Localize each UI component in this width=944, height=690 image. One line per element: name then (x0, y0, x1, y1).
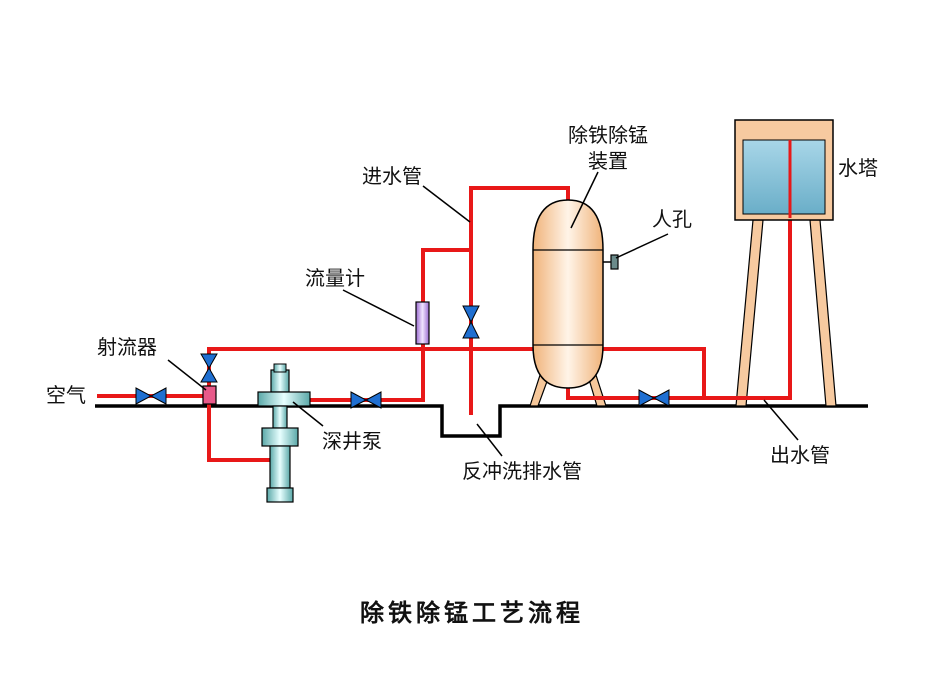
label-iron-mn-device-line1: 除铁除锰 (568, 123, 648, 147)
pump-suction-pipe (207, 404, 272, 462)
label-ejector: 射流器 (97, 335, 157, 359)
tank-side-pipe (602, 347, 706, 398)
air-valve-icon (135, 387, 167, 405)
leader-lines (167, 171, 799, 457)
ground-line (95, 404, 868, 438)
label-manhole: 人孔 (652, 207, 692, 231)
pump-discharge-valve-icon (350, 391, 382, 409)
label-backwash-drain-pipe: 反冲洗排水管 (462, 459, 582, 483)
water-tower-legs (735, 219, 837, 407)
water-tower (734, 119, 834, 221)
manhole-icon (603, 254, 619, 270)
ejector-valve-icon (200, 353, 218, 383)
label-iron-mn-device-line2: 装置 (588, 149, 628, 173)
outlet-pipe (566, 218, 792, 400)
label-water-tower: 水塔 (838, 156, 878, 180)
label-flow-meter: 流量计 (305, 266, 365, 290)
labels: 进水管 除铁除锰 装置 人孔 水塔 流量计 射流器 空气 深井泵 反冲洗排水管 … (46, 123, 878, 627)
ejector-icon (202, 385, 217, 405)
label-deep-well-pump: 深井泵 (322, 429, 382, 453)
inlet-valve-icon (462, 305, 480, 339)
valves (135, 305, 670, 409)
inlet-pipe (469, 186, 570, 415)
diagram-caption: 除铁除锰工艺流程 (360, 599, 584, 627)
ejector-riser-pipe (207, 347, 538, 387)
label-inlet-pipe: 进水管 (362, 164, 422, 188)
label-air: 空气 (46, 383, 86, 407)
outlet-valve-icon (638, 389, 670, 407)
iron-manganese-removal-tank (532, 199, 604, 389)
label-outlet-pipe: 出水管 (770, 443, 830, 467)
deep-well-pump-icon (257, 363, 311, 503)
flow-meter-icon (415, 301, 430, 345)
